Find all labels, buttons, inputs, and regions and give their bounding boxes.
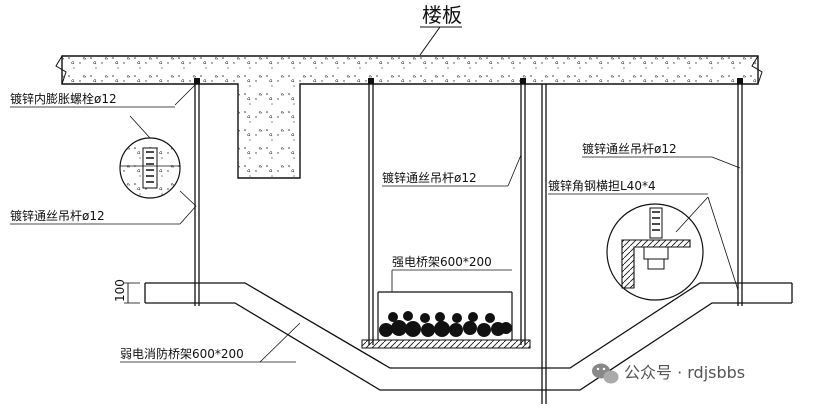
weak-tray-label: 弱电消防桥架600*200 [120,346,244,361]
watermark-text: 公众号 · rdjsbbs [624,363,745,382]
floor-slab [61,55,759,179]
angle-bracket-label: 镀锌角钢横担L40*4 [548,179,656,193]
watermark: 公众号 · rdjsbbs [592,363,745,384]
anchor-bolt-label: 镀锌内膨胀螺栓ø12 [10,91,117,106]
angle-bracket-detail [606,203,704,301]
dim-100-label: 100 [113,279,127,302]
wechat-icon [592,363,619,384]
rod-middle-label: 镀锌通丝吊杆ø12 [382,171,477,185]
slab-title: 楼板 [422,3,462,27]
strong-tray-label: 强电桥架600*200 [392,255,492,269]
anchor-bolts [194,78,743,84]
cable-bundle [379,311,512,337]
strong-cable-tray [361,291,531,349]
dimension-100: 100 [113,279,140,304]
anchor-bolt-detail [119,137,181,199]
weak-fire-cable-tray [144,282,793,391]
rod-right-label: 镀锌通丝吊杆ø12 [582,142,677,156]
rod-left-label: 镀锌通丝吊杆ø12 [10,209,105,223]
hanger-rods [194,84,743,404]
